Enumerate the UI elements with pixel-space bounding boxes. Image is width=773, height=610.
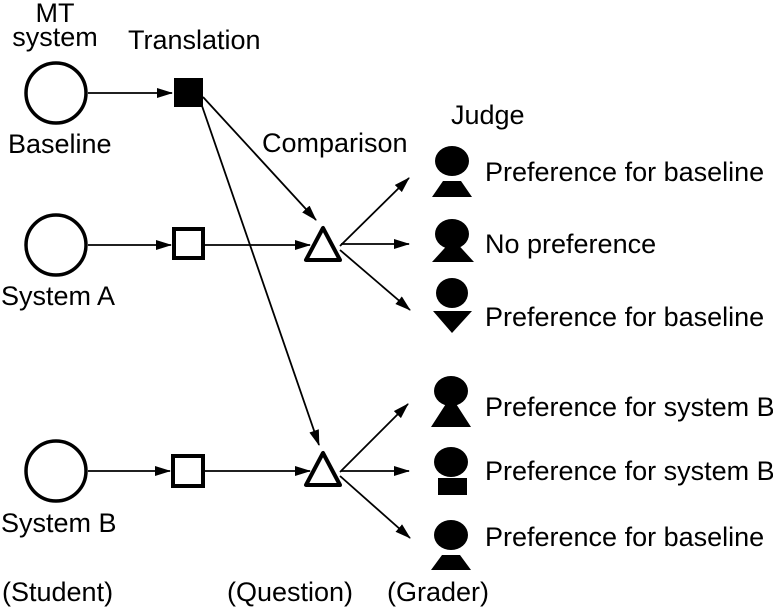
translation-square-system-b (171, 454, 205, 488)
translation-square-system-a (172, 227, 205, 260)
judgment-label-5: Preference for system B (485, 456, 773, 486)
arrow-comparison-2-to-judge-6 (339, 475, 411, 539)
translation-label: Translation (128, 25, 261, 55)
judge-rect-body-icon (438, 478, 467, 495)
judgment-label-3: Preference for baseline (485, 302, 764, 332)
judgment-label-2: No preference (485, 229, 656, 259)
arrow-baseline-translation-to-comparison-1 (202, 96, 317, 221)
judge-head-icon (434, 447, 468, 477)
system-a-node-circle (24, 213, 88, 277)
arrow-comparison-1-to-judge-3 (339, 249, 411, 311)
judge-rect-figure (434, 447, 468, 495)
edges (88, 88, 411, 539)
comparison-triangle-2 (304, 451, 342, 487)
comparison-label: Comparison (262, 128, 408, 158)
judge-pawn-figure (431, 376, 471, 427)
judge-down-triangle-body-icon (433, 311, 472, 333)
translation-square-baseline-filled (174, 78, 203, 107)
judge-down-triangle-figure (433, 278, 472, 333)
baseline-node-circle (24, 61, 88, 125)
comparison-triangle-1 (304, 226, 342, 262)
role-label-student: (Student) (2, 577, 113, 607)
judge-pawn-body-icon (432, 239, 474, 262)
judge-pawn-figure (432, 219, 474, 262)
judge-trapezoid-body-icon (431, 555, 471, 570)
judge-label: Judge (451, 100, 525, 130)
arrow-comparison-2-to-judge-4 (339, 403, 409, 473)
judge-head-icon (435, 146, 469, 176)
judge-head-icon (435, 219, 469, 249)
mt-system-label-line1: MT (36, 0, 75, 28)
judge-trapezoid-figure (432, 146, 472, 197)
judge-head-icon (436, 278, 468, 308)
judge-figures (431, 146, 474, 570)
judge-trapezoid-figure (431, 520, 471, 570)
judgment-label-1: Preference for baseline (485, 157, 764, 187)
judgment-label-6: Preference for baseline (485, 522, 764, 552)
mt-system-label-line2: system (12, 22, 98, 52)
system-a-node-label: System A (1, 281, 115, 311)
judge-trapezoid-body-icon (432, 181, 472, 197)
judge-head-icon (434, 376, 468, 406)
role-label-question: (Question) (227, 577, 353, 607)
system-b-node-circle (24, 439, 88, 503)
judgment-label-4: Preference for system B (485, 392, 773, 422)
arrow-baseline-translation-to-comparison-2 (200, 102, 320, 446)
judge-pawn-body-icon (431, 396, 471, 427)
baseline-node-label: Baseline (8, 129, 112, 159)
arrow-comparison-1-to-judge-1 (339, 177, 410, 247)
system-b-node-label: System B (1, 508, 117, 538)
judge-head-icon (434, 520, 468, 550)
role-label-grader: (Grader) (387, 577, 489, 607)
